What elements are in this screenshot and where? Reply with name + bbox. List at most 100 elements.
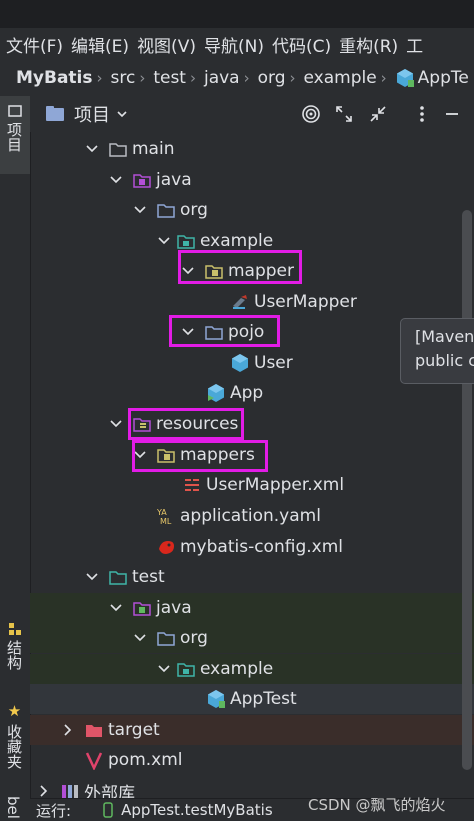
run-configuration-tab[interactable]: AppTest.testMyBatis: [121, 801, 273, 819]
tree-node-test-org[interactable]: org: [30, 623, 474, 653]
tree-node-pojo[interactable]: pojo: [30, 317, 474, 347]
tree-node-usermapper[interactable]: UserMapper: [30, 287, 474, 317]
tree-label: java: [156, 170, 192, 190]
project-folder-icon: [7, 105, 22, 117]
chevron-down-icon: [86, 145, 98, 153]
project-view-title[interactable]: 项目: [74, 105, 110, 126]
collapse-all-button[interactable]: [366, 102, 390, 126]
mybatis-mapper-icon: [233, 295, 247, 309]
chevron-right-icon: [40, 785, 48, 797]
breadcrumb-apptest[interactable]: AppTe: [417, 68, 469, 88]
project-tool-tab[interactable]: 项目: [4, 104, 25, 152]
chevron-down-icon: [158, 237, 170, 245]
tree-label: target: [108, 720, 160, 740]
package-folder-icon: [205, 326, 223, 340]
package-folder-icon: [157, 449, 175, 463]
tree-label: org: [180, 628, 208, 648]
tree-node-mybatis-config[interactable]: mybatis-config.xml: [30, 532, 474, 562]
vertical-scrollbar[interactable]: [462, 210, 472, 770]
tooltip-line-1: [Maven: [415, 327, 474, 346]
bottom-tool-tab-fragment[interactable]: bel: [4, 796, 22, 819]
hide-panel-button[interactable]: [440, 102, 464, 126]
tree-node-mappers[interactable]: mappers: [30, 440, 474, 470]
tooltip-line-2: public c: [415, 351, 474, 370]
tree-label: main: [132, 139, 175, 159]
chevron-down-icon: [182, 328, 194, 336]
menu-file[interactable]: 文件(F): [6, 36, 64, 57]
mybatis-config-icon: [159, 541, 174, 554]
breadcrumb-separator: ›: [96, 69, 103, 87]
breadcrumb-src[interactable]: src: [110, 68, 136, 88]
tree-label: UserMapper.xml: [206, 475, 345, 495]
run-tool-bar: 运行: AppTest.testMyBatis: [30, 798, 474, 821]
breadcrumb-org[interactable]: org: [257, 68, 286, 88]
structure-tool-tab[interactable]: 结构: [4, 622, 25, 670]
breadcrumb-java[interactable]: java: [203, 68, 240, 88]
tree-node-test-example[interactable]: example: [30, 654, 474, 684]
test-source-folder-icon: [133, 602, 151, 616]
package-folder-icon: [157, 204, 175, 218]
tree-node-test-java[interactable]: java: [30, 593, 474, 623]
tree-label: example: [200, 659, 274, 679]
collapse-icon: [370, 106, 386, 122]
breadcrumb-example[interactable]: example: [303, 68, 377, 88]
tree-label: AppTest: [230, 689, 297, 709]
tree-node-pom-xml[interactable]: pom.xml: [30, 745, 474, 775]
resources-folder-icon: [133, 418, 151, 432]
chevron-down-icon: [134, 634, 146, 642]
bottom-tab-label: bel: [4, 796, 22, 819]
tree-node-external-libraries[interactable]: 外部库: [30, 776, 474, 802]
chevron-down-icon: [110, 176, 122, 184]
tree-node-main-example[interactable]: example: [30, 226, 474, 256]
menu-navigate[interactable]: 导航(N): [203, 36, 264, 57]
chevron-down-icon[interactable]: [116, 108, 128, 120]
menu-view[interactable]: 视图(V): [137, 36, 196, 57]
tree-node-mapper[interactable]: mapper: [30, 256, 474, 286]
expand-all-button[interactable]: [332, 102, 356, 126]
tree-node-target[interactable]: target: [30, 715, 474, 745]
breadcrumb-separator: ›: [189, 69, 196, 87]
tree-label: mybatis-config.xml: [180, 537, 343, 557]
locate-file-button[interactable]: [299, 102, 323, 126]
breadcrumb-test[interactable]: test: [153, 68, 186, 88]
tree-label: UserMapper: [254, 292, 357, 312]
minimize-icon: [446, 113, 458, 115]
left-tool-strip: [0, 96, 31, 820]
tree-node-resources[interactable]: resources: [30, 409, 474, 439]
tree-node-user[interactable]: User: [30, 348, 474, 378]
structure-icon: [8, 623, 21, 635]
tree-label: resources: [156, 414, 239, 434]
xml-file-icon: [185, 479, 199, 491]
project-tab-active-bg: [0, 96, 30, 174]
tree-node-main-org[interactable]: org: [30, 195, 474, 225]
breadcrumb-separator: ›: [380, 69, 387, 87]
options-button[interactable]: [410, 102, 434, 126]
svg-text:ML: ML: [160, 517, 172, 526]
breadcrumb-project[interactable]: MyBatis: [16, 68, 93, 88]
chevron-right-icon: [64, 724, 72, 736]
breadcrumb-separator: ›: [289, 69, 296, 87]
tree-node-apptest[interactable]: AppTest: [30, 684, 474, 714]
tree-node-app[interactable]: App: [30, 378, 474, 408]
favorites-tool-tab[interactable]: ★ 收藏夹: [4, 702, 25, 769]
test-run-icon: [103, 802, 113, 818]
menu-code[interactable]: 代码(C): [271, 36, 332, 57]
tree-node-main-java[interactable]: java: [30, 165, 474, 195]
menu-tools[interactable]: 工: [406, 36, 424, 57]
more-vertical-icon: [420, 106, 424, 122]
star-icon: ★: [5, 702, 24, 720]
tree-node-test[interactable]: test: [30, 562, 474, 592]
tree-node-usermapper-xml[interactable]: UserMapper.xml: [30, 470, 474, 500]
menu-edit[interactable]: 编辑(E): [71, 36, 130, 57]
package-folder-icon: [157, 632, 175, 646]
package-icon: [177, 663, 195, 677]
test-class-icon: [396, 69, 414, 87]
tree-label: pojo: [228, 322, 265, 342]
project-tab-label: 项目: [5, 122, 23, 152]
tree-node-main[interactable]: main: [30, 134, 474, 164]
chevron-down-icon: [158, 665, 170, 673]
class-icon: [232, 354, 248, 372]
menu-refactor[interactable]: 重构(R): [339, 36, 399, 57]
